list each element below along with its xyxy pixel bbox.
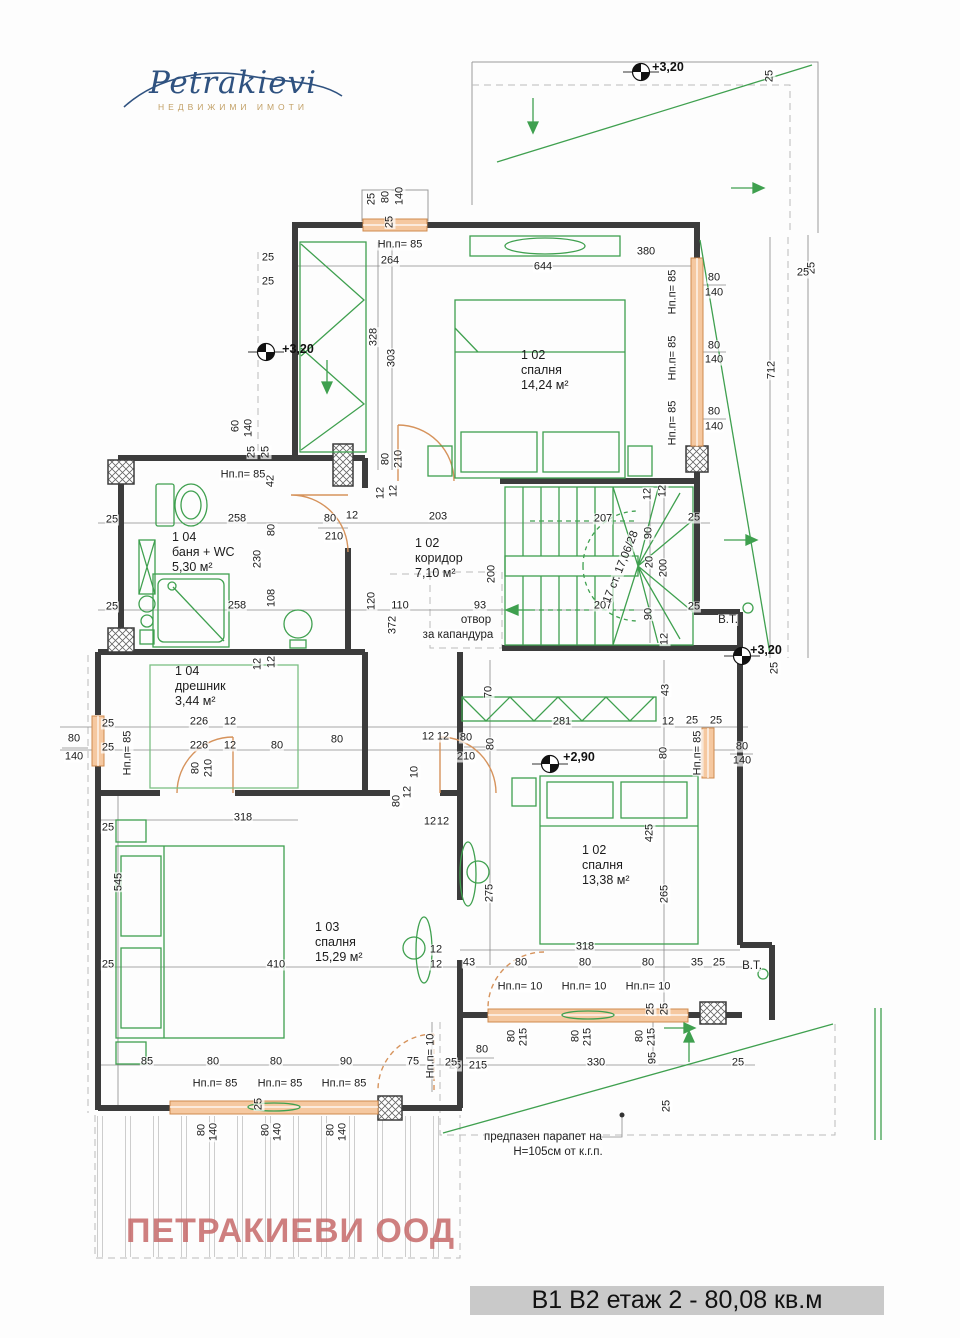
- doors: [176, 424, 545, 1091]
- wall-piers: [107, 443, 727, 1121]
- walls: [95, 222, 775, 1111]
- logo-tagline: НЕДВИЖИМИ ИМОТИ: [158, 102, 308, 112]
- window-centerlines: [97, 224, 709, 1108]
- logo-brand: Petrakievi: [148, 65, 318, 101]
- dimension-lines: [60, 237, 771, 1138]
- elevation-markers: [248, 62, 760, 774]
- drawing-title-bar: B1 B2 етаж 2 - 80,08 кв.м: [470, 1286, 884, 1315]
- windows: [91, 218, 715, 1115]
- leader-dot: [619, 1112, 625, 1118]
- roof-outline: [361, 61, 819, 658]
- watermark: ПЕТРАКИЕВИ ООД: [126, 1212, 456, 1250]
- furniture: [115, 64, 882, 1140]
- drawing-title: B1 B2 етаж 2 - 80,08 кв.м: [531, 1286, 823, 1314]
- logo: Petrakievi НЕДВИЖИМИ ИМОТИ: [123, 65, 343, 144]
